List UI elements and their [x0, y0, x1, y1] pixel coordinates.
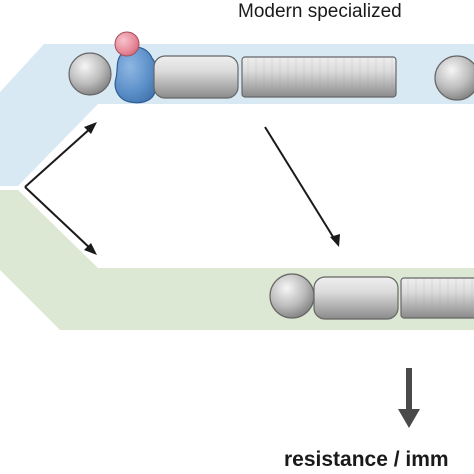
lower-protein-chain — [269, 273, 474, 320]
upper-right-ball — [434, 55, 474, 101]
lower-head-ball — [269, 273, 315, 319]
down-arrow-icon — [398, 368, 420, 428]
bottom-caption: resistance / imm — [284, 448, 449, 471]
arrow-icon — [264, 126, 336, 241]
upper-ridged-segment — [241, 56, 397, 98]
upper-head-ball — [68, 52, 112, 96]
divergence-arrows — [24, 122, 340, 255]
lower-smooth-segment — [313, 276, 399, 320]
ligand-ball — [114, 31, 140, 57]
upper-protein-chain — [68, 31, 474, 104]
lower-ridged-segment — [400, 277, 474, 319]
upper-smooth-segment — [153, 55, 239, 99]
protein-domain-icon — [114, 46, 159, 104]
arrow-icon — [24, 126, 93, 188]
top-heading: Modern specialized — [238, 1, 402, 22]
arrow-icon — [24, 186, 93, 251]
